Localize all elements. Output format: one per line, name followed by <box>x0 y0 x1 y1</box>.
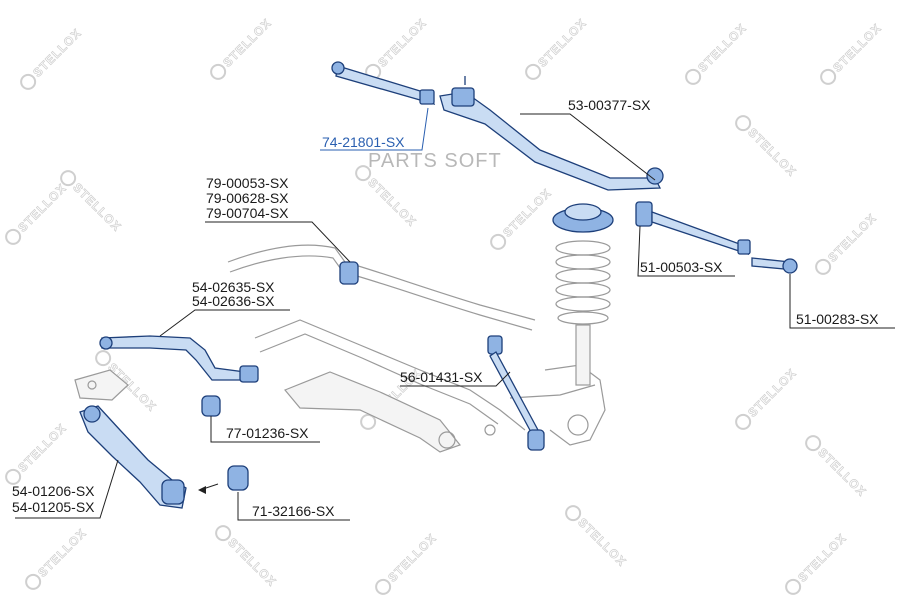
strut-top-mount[interactable] <box>552 203 614 233</box>
watermark-stamp: STELLOX <box>210 15 275 80</box>
chassis-outline <box>74 240 611 453</box>
watermark-stamp: STELLOX <box>355 165 420 230</box>
lower-control-arm[interactable] <box>79 405 187 509</box>
watermark-stamp: STELLOX <box>525 15 590 80</box>
svg-text:STELLOX: STELLOX <box>795 531 849 585</box>
parts-layer <box>79 61 798 509</box>
tie-rod[interactable] <box>331 61 436 105</box>
label-stab-bushing-1[interactable]: 79-00053-SX <box>206 175 289 191</box>
svg-text:STELLOX: STELLOX <box>695 21 749 75</box>
svg-text:STELLOX: STELLOX <box>745 125 799 179</box>
svg-text:STELLOX: STELLOX <box>70 180 124 234</box>
svg-text:STELLOX: STELLOX <box>575 515 629 569</box>
watermark-stamp: STELLOX <box>5 420 70 485</box>
overlay-watermark: PARTS SOFT <box>368 150 502 172</box>
svg-text:STELLOX: STELLOX <box>815 445 869 499</box>
lower-bushing[interactable] <box>198 465 249 494</box>
watermark-stamp: STELLOX <box>20 25 85 90</box>
watermark-stamp: STELLOX <box>820 20 885 85</box>
svg-text:STELLOX: STELLOX <box>375 16 429 70</box>
svg-text:STELLOX: STELLOX <box>225 535 279 589</box>
watermark-stamp: STELLOX <box>60 170 125 235</box>
svg-text:STELLOX: STELLOX <box>220 16 274 70</box>
label-lower-arm-2[interactable]: 54-01205-SX <box>12 499 95 515</box>
watermark-stamp: STELLOX <box>805 435 870 500</box>
watermark-stamp: STELLOX <box>735 115 800 180</box>
label-lower-bushing[interactable]: 71-32166-SX <box>252 503 335 519</box>
strut-rod[interactable] <box>99 335 259 383</box>
idler-arm[interactable] <box>635 201 751 256</box>
watermark-stamp: STELLOX <box>215 525 280 590</box>
label-upper-arm-1[interactable]: 54-02635-SX <box>192 279 275 295</box>
label-tie-rod[interactable]: 74-21801-SX <box>322 134 405 150</box>
stabilizer-link[interactable] <box>487 335 545 451</box>
label-idler-arm[interactable]: 51-00503-SX <box>640 259 723 275</box>
part-labels: 74-21801-SX 53-00377-SX 79-00053-SX 79-0… <box>12 97 879 519</box>
svg-text:STELLOX: STELLOX <box>830 21 884 75</box>
watermark-stamp: STELLOX <box>375 530 440 595</box>
watermark-stamp: STELLOX <box>25 525 90 590</box>
svg-text:STELLOX: STELLOX <box>745 366 799 420</box>
arm-bushing[interactable] <box>201 395 221 417</box>
svg-text:STELLOX: STELLOX <box>385 531 439 585</box>
svg-text:STELLOX: STELLOX <box>500 186 554 240</box>
coil-spring <box>555 240 611 386</box>
watermark-stamp: STELLOX <box>5 180 70 245</box>
watermark-stamp: STELLOX <box>365 15 430 80</box>
svg-text:STELLOX: STELLOX <box>15 181 69 235</box>
watermark-stamp: STELLOX <box>815 210 880 275</box>
svg-text:STELLOX: STELLOX <box>825 211 879 265</box>
tie-rod-end[interactable] <box>751 257 798 274</box>
label-lower-arm-1[interactable]: 54-01206-SX <box>12 483 95 499</box>
leader-lines <box>15 107 895 521</box>
svg-text:STELLOX: STELLOX <box>30 26 84 80</box>
stabilizer-bushing[interactable] <box>339 261 359 285</box>
label-tie-rod-end[interactable]: 51-00283-SX <box>796 311 879 327</box>
watermark-stamp: STELLOX <box>785 530 850 595</box>
svg-text:STELLOX: STELLOX <box>365 175 419 229</box>
svg-text:STELLOX: STELLOX <box>15 421 69 475</box>
label-stab-link[interactable]: 56-01431-SX <box>400 369 483 385</box>
label-stab-bushing-2[interactable]: 79-00628-SX <box>206 190 289 206</box>
watermark-stamp: STELLOX <box>735 365 800 430</box>
svg-text:STELLOX: STELLOX <box>535 16 589 70</box>
svg-text:STELLOX: STELLOX <box>35 526 89 580</box>
watermark-stamp: STELLOX <box>490 185 555 250</box>
label-center-link[interactable]: 53-00377-SX <box>568 97 651 113</box>
label-upper-arm-2[interactable]: 54-02636-SX <box>192 293 275 309</box>
watermark-stamp: STELLOX <box>565 505 630 570</box>
label-stab-bushing-3[interactable]: 79-00704-SX <box>206 205 289 221</box>
watermark-stamp: STELLOX <box>685 20 750 85</box>
label-arm-bushing[interactable]: 77-01236-SX <box>226 425 309 441</box>
center-link[interactable] <box>439 76 664 191</box>
